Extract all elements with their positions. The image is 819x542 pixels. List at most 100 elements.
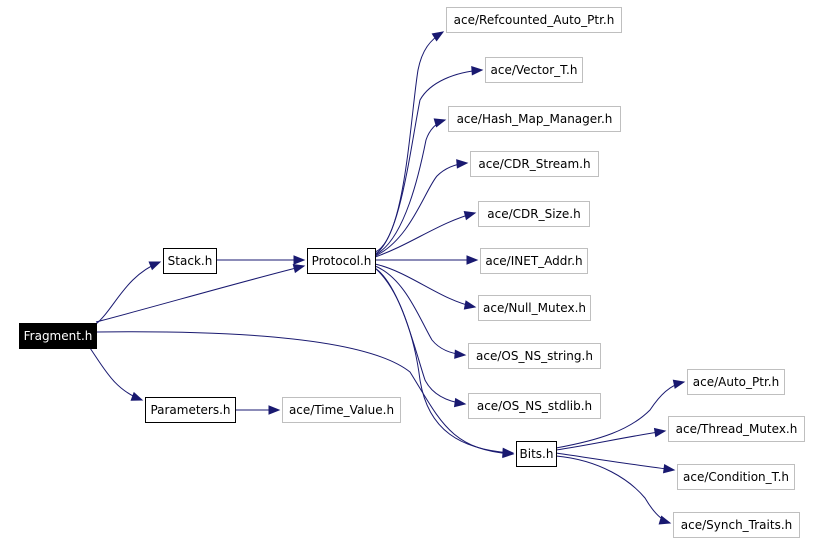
arrowhead xyxy=(293,255,306,265)
edge-line xyxy=(555,381,685,449)
edge-fragment-to-protocol xyxy=(95,263,306,323)
node-box xyxy=(19,323,97,349)
node-synch-traits[interactable]: ace/Synch_Traits.h xyxy=(673,512,800,538)
arrowhead xyxy=(268,405,281,415)
node-parameters[interactable]: Parameters.h xyxy=(145,397,236,423)
node-box xyxy=(480,248,588,274)
node-vector-t[interactable]: ace/Vector_T.h xyxy=(485,57,583,83)
edge-line xyxy=(374,212,476,258)
node-bits[interactable]: Bits.h xyxy=(516,441,557,467)
edge-fragment-to-parameters xyxy=(89,347,144,401)
arrowhead xyxy=(502,447,515,458)
edge-line xyxy=(555,455,671,524)
node-label: ace/CDR_Stream.h xyxy=(478,157,590,171)
node-label: ace/Hash_Map_Manager.h xyxy=(457,112,613,126)
node-fragment[interactable]: Fragment.h xyxy=(19,323,97,349)
node-label: ace/OS_NS_stdlib.h xyxy=(477,399,592,413)
edge-line xyxy=(374,69,483,255)
arrowhead xyxy=(463,211,477,221)
node-thread-mutex[interactable]: ace/Thread_Mutex.h xyxy=(668,416,805,442)
edge-protocol-to-null_mutex xyxy=(374,263,477,310)
edges-layer xyxy=(89,31,686,525)
edge-protocol-to-os_string xyxy=(374,265,467,359)
node-label: ace/Condition_T.h xyxy=(683,470,789,484)
node-hash-map[interactable]: ace/Hash_Map_Manager.h xyxy=(448,106,621,132)
node-refcounted[interactable]: ace/Refcounted_Auto_Ptr.h xyxy=(446,7,622,33)
edge-line xyxy=(95,265,305,323)
node-null-mutex[interactable]: ace/Null_Mutex.h xyxy=(478,295,591,321)
node-auto-ptr[interactable]: ace/Auto_Ptr.h xyxy=(687,369,785,395)
arrowhead xyxy=(456,159,469,169)
node-label: ace/Thread_Mutex.h xyxy=(676,422,798,436)
node-inet-addr[interactable]: ace/INET_Addr.h xyxy=(480,248,588,274)
node-box xyxy=(478,295,591,321)
arrowhead xyxy=(454,349,467,359)
arrowhead xyxy=(662,463,676,474)
node-label: Protocol.h xyxy=(312,254,372,268)
edge-line xyxy=(374,162,468,257)
node-box xyxy=(668,416,805,442)
edge-bits-to-condition_t xyxy=(555,452,676,474)
edge-protocol-to-bits xyxy=(374,267,515,458)
node-box xyxy=(282,397,401,423)
arrowhead xyxy=(431,31,445,42)
edge-protocol-to-cdr_size xyxy=(374,211,477,258)
edge-protocol-to-inet_addr xyxy=(375,255,479,265)
edge-line xyxy=(374,267,514,454)
node-box xyxy=(145,397,236,423)
arrowhead xyxy=(292,263,306,274)
node-box xyxy=(468,343,601,369)
node-box xyxy=(468,393,601,419)
node-box xyxy=(448,106,621,132)
edge-protocol-to-hash_map xyxy=(374,118,447,256)
edge-parameters-to-time_value xyxy=(235,405,281,415)
arrowhead xyxy=(658,515,672,525)
node-label: Fragment.h xyxy=(24,329,93,343)
arrowhead xyxy=(463,300,477,310)
node-label: ace/Auto_Ptr.h xyxy=(693,375,779,389)
nodes-layer: Fragment.h Stack.h Protocol.hParameters.hB… xyxy=(19,7,805,538)
edge-protocol-to-os_stdlib xyxy=(374,267,467,408)
node-box xyxy=(478,201,590,227)
node-box xyxy=(163,248,217,274)
edge-line xyxy=(95,331,514,455)
edge-line xyxy=(555,430,666,451)
node-label: ace/CDR_Size.h xyxy=(487,207,580,221)
arrowhead xyxy=(453,397,467,408)
edge-protocol-to-vector_t xyxy=(374,66,484,255)
node-cdr-stream[interactable]: ace/CDR_Stream.h xyxy=(470,151,599,177)
edge-fragment-to-bits xyxy=(95,331,515,459)
edge-stack-to-protocol xyxy=(216,255,306,265)
edge-line xyxy=(89,347,143,401)
node-protocol[interactable]: Protocol.h xyxy=(307,248,376,274)
arrowhead xyxy=(653,427,667,438)
edge-protocol-to-cdr_stream xyxy=(374,159,469,257)
node-condition-t[interactable]: ace/Condition_T.h xyxy=(677,464,795,490)
edge-line xyxy=(374,265,466,356)
node-label: ace/Vector_T.h xyxy=(491,63,578,77)
node-os-stdlib[interactable]: ace/OS_NS_stdlib.h xyxy=(468,393,601,419)
node-box xyxy=(485,57,583,83)
arrowhead xyxy=(471,66,484,76)
edge-line xyxy=(374,267,466,405)
node-cdr-size[interactable]: ace/CDR_Size.h xyxy=(478,201,590,227)
node-label: ace/Time_Value.h xyxy=(289,403,394,417)
node-stack[interactable]: Stack.h xyxy=(163,248,217,274)
edge-line xyxy=(374,119,446,256)
node-label: Parameters.h xyxy=(150,403,230,417)
edge-line xyxy=(95,261,161,325)
arrowhead xyxy=(466,255,479,265)
node-label: Bits.h xyxy=(520,447,554,461)
arrowhead xyxy=(672,379,686,389)
arrowhead xyxy=(148,261,162,271)
node-label: ace/INET_Addr.h xyxy=(485,254,582,268)
node-time-value[interactable]: ace/Time_Value.h xyxy=(282,397,401,423)
node-label: Stack.h xyxy=(168,254,213,268)
edge-bits-to-auto_ptr xyxy=(555,379,686,449)
node-label: ace/Null_Mutex.h xyxy=(483,301,586,315)
node-os-string[interactable]: ace/OS_NS_string.h xyxy=(468,343,601,369)
node-box xyxy=(446,7,622,33)
edge-protocol-to-refcounted xyxy=(374,31,445,253)
edge-line xyxy=(374,31,444,253)
